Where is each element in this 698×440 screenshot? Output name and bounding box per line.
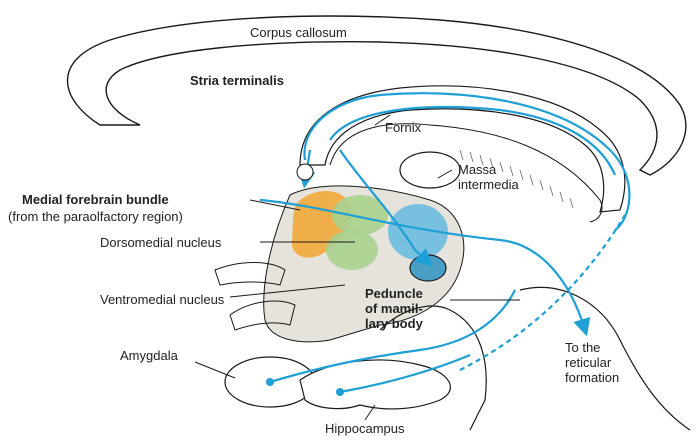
label-hippocampus: Hippocampus [325, 421, 405, 436]
label-fornix: Fornix [385, 120, 421, 135]
label-reticular-1: To the [565, 340, 600, 355]
label-peduncle-1: Peduncle [365, 286, 423, 301]
label-mfb-1: Medial forebrain bundle [22, 192, 169, 207]
mamillary-body [410, 255, 446, 281]
label-mfb-2: (from the paraolfactory region) [8, 209, 183, 224]
label-massa-intermedia-1: Massa [458, 162, 496, 177]
stria-small-circle [297, 164, 313, 180]
hippocampus-dot [336, 388, 344, 396]
label-stria-terminalis: Stria terminalis [190, 73, 284, 88]
label-reticular-3: formation [565, 370, 619, 385]
amygdala-dot [266, 378, 274, 386]
label-peduncle-3: lary body [365, 316, 423, 331]
label-ventromedial-nucleus: Ventromedial nucleus [100, 292, 224, 307]
label-corpus-callosum: Corpus callosum [250, 25, 347, 40]
label-amygdala: Amygdala [120, 348, 178, 363]
ventromedial-nucleus-region [326, 230, 378, 270]
label-massa-intermedia-2: intermedia [458, 177, 519, 192]
label-peduncle-2: of mamil- [365, 301, 423, 316]
label-dorsomedial-nucleus: Dorsomedial nucleus [100, 235, 221, 250]
label-reticular-2: reticular [565, 355, 611, 370]
